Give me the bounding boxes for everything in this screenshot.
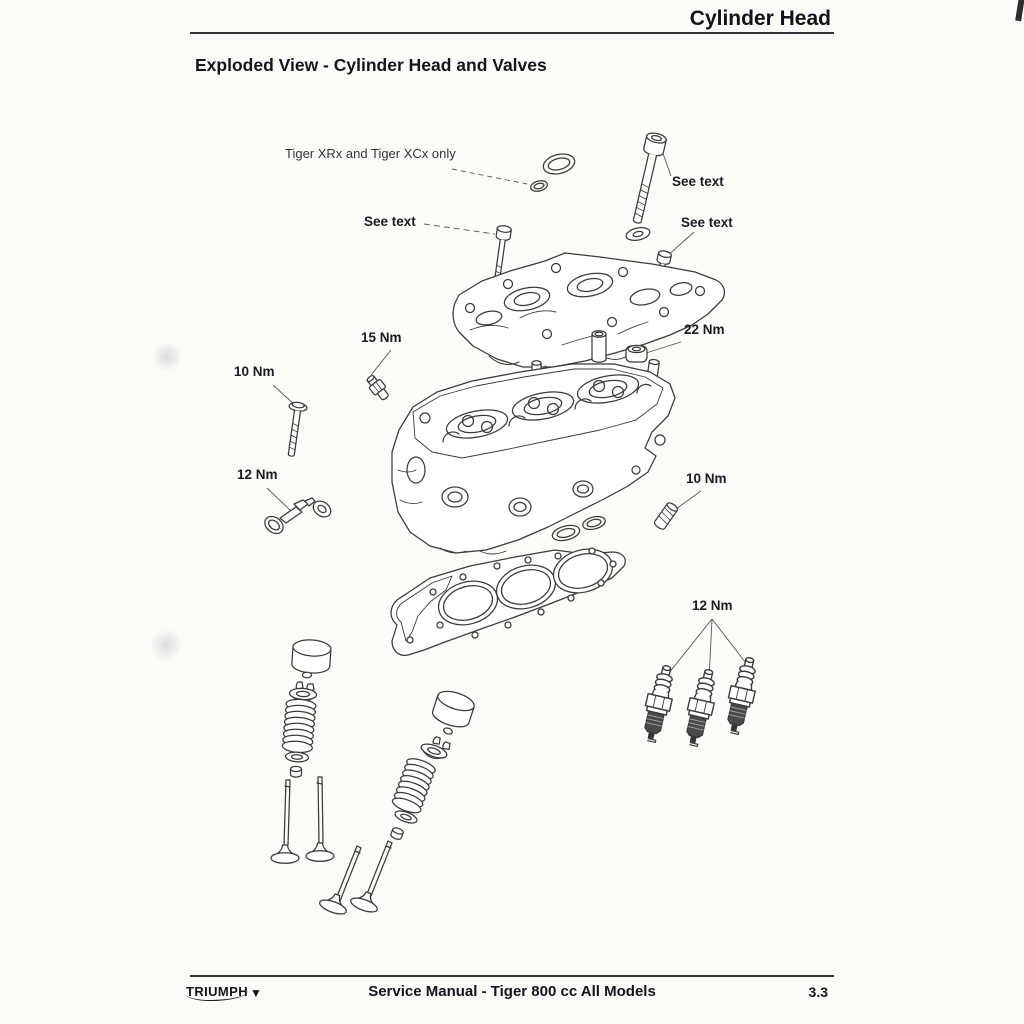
washer-12nm-left xyxy=(312,500,332,518)
stud-10nm-right xyxy=(653,502,679,530)
o-ring-large xyxy=(542,153,576,175)
bolt-10nm-left xyxy=(287,401,308,457)
valve-spring-left xyxy=(281,697,318,755)
cam-cover xyxy=(452,252,726,372)
leader-12nm-plug-1 xyxy=(668,618,713,674)
head-o-ring-seal-2 xyxy=(582,515,606,531)
tappet-bucket-mid xyxy=(429,686,478,732)
header-rule xyxy=(190,32,834,34)
long-bolt xyxy=(632,132,667,224)
spark-plug-3 xyxy=(720,654,763,737)
spark-plug-1 xyxy=(637,662,680,745)
triumph-wordmark: TRIUMPH xyxy=(186,984,249,1001)
leader-12nm-plug-3 xyxy=(711,618,750,668)
valve-spring-mid xyxy=(390,755,438,817)
leader-see-text-right xyxy=(665,231,695,258)
o-ring-small xyxy=(530,180,548,192)
footer-rule xyxy=(190,975,834,977)
leader-22nm xyxy=(645,341,682,354)
leader-lines xyxy=(266,147,750,681)
section-title: Exploded View - Cylinder Head and Valves xyxy=(195,55,547,75)
leader-15nm xyxy=(370,349,392,376)
see-text-label-right: See text xyxy=(681,215,733,230)
valve-1 xyxy=(270,779,300,864)
head-gasket xyxy=(390,547,626,656)
sensor-plug-15nm xyxy=(366,374,389,401)
head-o-ring-seal-1 xyxy=(551,524,581,542)
stem-seal-left xyxy=(289,765,303,778)
leader-see-text-left xyxy=(423,223,496,235)
long-bolt-washer xyxy=(625,226,651,242)
scan-smudge xyxy=(150,628,182,662)
shim-mid xyxy=(443,727,453,735)
torque-label-22nm: 22 Nm xyxy=(684,322,725,337)
see-text-label-left: See text xyxy=(364,214,416,229)
spark-plug-2 xyxy=(679,666,722,749)
shim-left xyxy=(301,671,313,679)
leader-12nm-left xyxy=(266,487,292,512)
see-text-label-top: See text xyxy=(672,174,724,189)
scan-smudge xyxy=(152,342,182,372)
bolt-12nm-left xyxy=(264,497,316,535)
triumph-logo: TRIUMPH ▼ xyxy=(186,984,262,1001)
torque-label-12nm-left: 12 Nm xyxy=(237,467,278,482)
torque-label-15nm: 15 Nm xyxy=(361,330,402,345)
model-applicability-note: Tiger XRx and Tiger XCx only xyxy=(285,146,456,161)
valve-2 xyxy=(305,776,335,862)
valve-3 xyxy=(317,845,362,918)
spark-plug-tube xyxy=(591,330,607,363)
footer-title: Service Manual - Tiger 800 cc All Models xyxy=(368,983,656,1000)
cylinder-head xyxy=(391,363,676,555)
chapter-title: Cylinder Head xyxy=(689,7,831,30)
torque-label-10nm-left: 10 Nm xyxy=(234,364,275,379)
spring-seat-left xyxy=(284,750,310,764)
tappet-bucket-left xyxy=(290,638,333,675)
torque-label-10nm-right: 10 Nm xyxy=(686,471,727,486)
page-number: 3.3 xyxy=(808,984,828,1000)
valve-4 xyxy=(348,840,393,916)
torque-label-12nm-plugs: 12 Nm xyxy=(692,598,733,613)
leader-10nm-left xyxy=(272,384,297,407)
stem-seal-mid xyxy=(389,826,405,842)
triumph-badge-icon: ▼ xyxy=(250,985,262,1000)
leader-model-note xyxy=(451,168,528,185)
cap-nut-22nm xyxy=(625,344,648,363)
